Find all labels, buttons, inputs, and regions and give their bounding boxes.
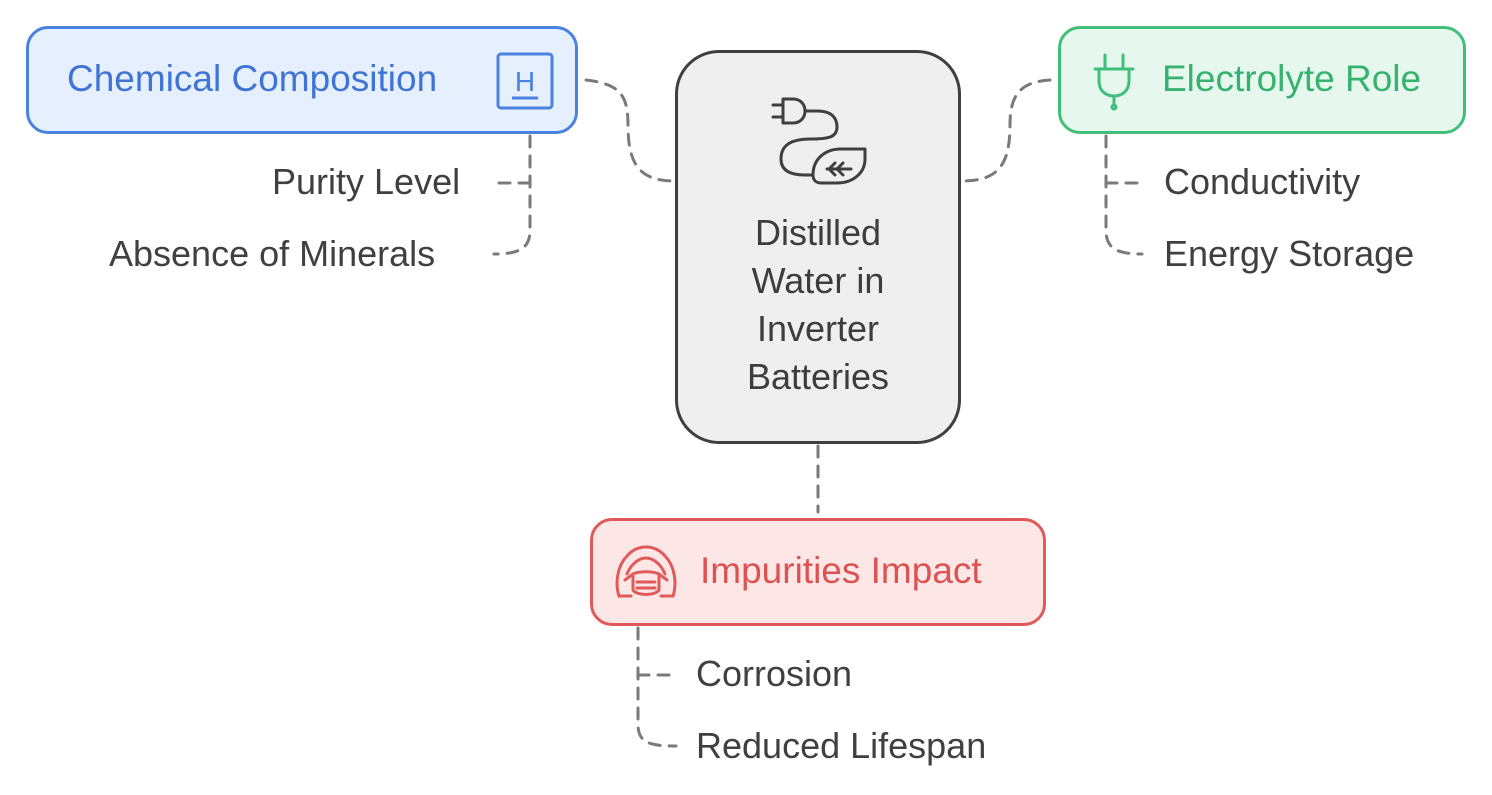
hydrogen-letter: H — [515, 66, 535, 97]
impurities-impact-title: Impurities Impact — [700, 550, 982, 591]
connector-chemical-children — [492, 134, 532, 256]
leaf-purity-level: Purity Level — [272, 161, 461, 202]
central-topic-title: Distilled Water in Inverter Batteries — [678, 209, 958, 401]
hydrogen-element-icon: H — [496, 52, 554, 110]
plug-leaf-icon — [771, 97, 867, 185]
leaf-corrosion: Corrosion — [696, 653, 853, 694]
electrolyte-role-title: Electrolyte Role — [1162, 58, 1422, 99]
central-title-line: Distilled — [754, 212, 882, 253]
chemical-composition-title: Chemical Composition — [67, 58, 438, 99]
leaf-energy-storage: Energy Storage — [1164, 233, 1415, 274]
impurities-impact-node[interactable]: Impurities Impact — [590, 518, 1046, 626]
central-title-line: Water in — [751, 260, 885, 301]
central-title-line: Batteries — [746, 356, 890, 397]
leaf-absence-of-minerals: Absence of Minerals — [109, 233, 436, 274]
electrolyte-role-node[interactable]: Electrolyte Role — [1058, 26, 1466, 134]
plug-icon — [1093, 53, 1135, 111]
connector-electrolyte-center — [960, 78, 1052, 183]
face-mask-icon — [615, 545, 677, 598]
central-topic-node[interactable]: Distilled Water in Inverter Batteries — [675, 50, 961, 444]
central-title-line: Inverter — [756, 308, 880, 349]
connector-impurities-children — [636, 626, 678, 748]
connector-electrolyte-children — [1104, 134, 1144, 256]
leaf-conductivity: Conductivity — [1164, 161, 1361, 202]
leaf-reduced-lifespan: Reduced Lifespan — [696, 725, 987, 766]
connector-chemical-center — [584, 78, 677, 183]
chemical-composition-node[interactable]: Chemical Composition H — [26, 26, 578, 134]
